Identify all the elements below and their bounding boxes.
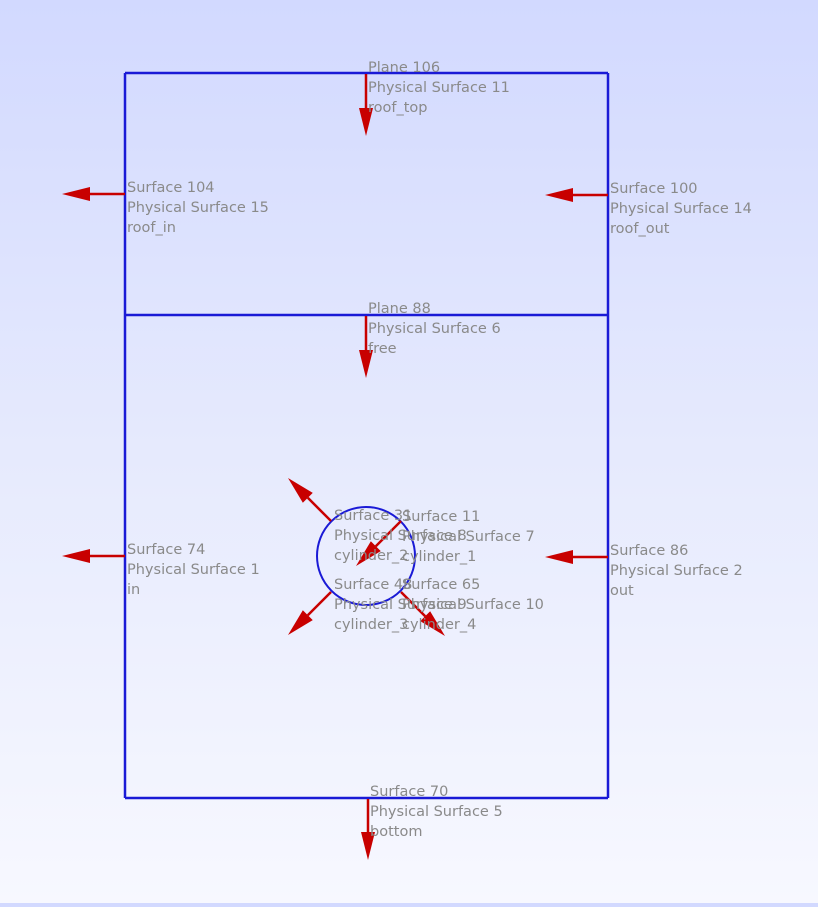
arrow-head xyxy=(62,549,90,563)
label-name: cylinder_3 xyxy=(334,617,409,633)
normal-arrow-bottom xyxy=(361,799,375,860)
normal-arrow-roof-in xyxy=(62,187,125,201)
normal-arrow-inlet xyxy=(62,549,125,563)
label-name: bottom xyxy=(370,824,423,840)
label-cylinder-2: Surface 31 Physical Surface 8 cylinder_2 xyxy=(334,506,467,566)
label-roof-out: Surface 100 Physical Surface 14 roof_out xyxy=(610,179,752,239)
label-physical: Physical Surface 15 xyxy=(127,200,269,216)
label-physical: Physical Surface 5 xyxy=(370,804,503,820)
label-cylinder-3: Surface 48 Physical Surface 9 cylinder_3 xyxy=(334,575,467,635)
arrow-head xyxy=(288,478,313,503)
label-physical: Physical Surface 8 xyxy=(334,528,467,544)
label-free: Plane 88 Physical Surface 6 free xyxy=(368,299,501,359)
label-name: cylinder_1 xyxy=(402,549,477,565)
label-name: roof_out xyxy=(610,221,670,237)
arrow-head xyxy=(359,350,373,378)
label-name: cylinder_2 xyxy=(334,548,409,564)
arrow-head xyxy=(359,108,373,136)
normal-arrow-cyl-center xyxy=(356,520,402,566)
label-name: out xyxy=(610,583,634,599)
label-physical: Physical Surface 11 xyxy=(368,80,510,96)
label-physical: Physical Surface 6 xyxy=(368,321,501,337)
arrow-head xyxy=(361,832,375,860)
normal-arrow-cyl-sw xyxy=(288,591,332,635)
label-entity: Surface 104 xyxy=(127,180,215,196)
arrow-head xyxy=(545,550,573,564)
arrow-head xyxy=(62,187,90,201)
label-physical: Physical Surface 1 xyxy=(127,562,260,578)
arrow-shaft xyxy=(400,591,427,618)
label-name: cylinder_4 xyxy=(402,617,477,633)
label-roof-in: Surface 104 Physical Surface 15 roof_in xyxy=(127,178,269,238)
label-cylinder-1: Surface 11 Physical Surface 7 cylinder_1 xyxy=(402,507,535,567)
arrow-head xyxy=(420,611,445,636)
label-cylinder-4: Surface 65 Physical Surface 10 cylinder_… xyxy=(402,575,544,635)
label-entity: Surface 74 xyxy=(127,542,206,558)
label-entity: Plane 88 xyxy=(368,301,431,317)
normal-arrow-outlet xyxy=(545,550,608,564)
normal-arrow-cyl-se xyxy=(400,591,445,636)
normal-arrow-roof-top xyxy=(359,74,373,136)
label-entity: Plane 106 xyxy=(368,60,441,76)
label-entity: Surface 86 xyxy=(610,543,689,559)
label-name: in xyxy=(127,582,141,598)
label-entity: Surface 31 xyxy=(334,508,413,524)
cylinder-outline xyxy=(316,506,416,606)
label-inlet: Surface 74 Physical Surface 1 in xyxy=(127,540,260,600)
arrow-head xyxy=(545,188,573,202)
label-entity: Surface 65 xyxy=(402,577,481,593)
label-name: roof_top xyxy=(368,100,428,116)
arrow-shaft xyxy=(306,496,332,522)
label-name: roof_in xyxy=(127,220,176,236)
label-roof-top: Plane 106 Physical Surface 11 roof_top xyxy=(368,58,510,118)
label-entity: Surface 70 xyxy=(370,784,449,800)
label-physical: Physical Surface 2 xyxy=(610,563,743,579)
normal-arrow-cyl-nw xyxy=(288,478,332,522)
label-outlet: Surface 86 Physical Surface 2 out xyxy=(610,541,743,601)
label-entity: Surface 100 xyxy=(610,181,698,197)
normal-arrow-free xyxy=(359,316,373,378)
label-name: free xyxy=(368,341,397,357)
label-entity: Surface 11 xyxy=(402,509,481,525)
arrow-shaft xyxy=(374,520,402,548)
label-physical: Physical Surface 10 xyxy=(402,597,544,613)
label-physical: Physical Surface 14 xyxy=(610,201,752,217)
label-bottom: Surface 70 Physical Surface 5 bottom xyxy=(370,782,503,842)
arrow-head xyxy=(356,541,381,566)
label-physical: Physical Surface 7 xyxy=(402,529,535,545)
label-physical: Physical Surface 9 xyxy=(334,597,467,613)
surface-normal-arrows xyxy=(62,74,608,860)
arrow-head xyxy=(288,610,313,635)
normal-arrow-roof-out xyxy=(545,188,608,202)
arrow-shaft xyxy=(306,591,332,617)
label-entity: Surface 48 xyxy=(334,577,413,593)
